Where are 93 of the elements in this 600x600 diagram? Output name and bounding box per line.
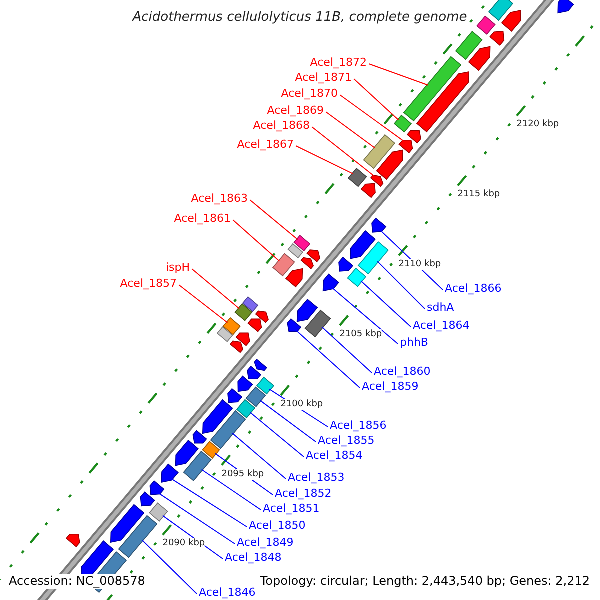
accession-note: Accession: NC_008578: [9, 574, 146, 589]
gene-feature: [558, 0, 574, 14]
gene-feature: [234, 304, 262, 332]
gene-label: Acel_1852: [275, 487, 332, 501]
gene-feature: [350, 230, 389, 275]
gene-feature: [338, 256, 367, 288]
gene-feature: [66, 534, 80, 548]
gene-feature: [161, 464, 179, 483]
scale-label: 2095 kbp: [222, 469, 264, 480]
gene-label: Acel_1853: [288, 471, 345, 485]
gene-label: Acel_1871: [295, 71, 352, 85]
scale-label: 2120 kbp: [516, 120, 560, 131]
gene-feature: [488, 0, 522, 32]
leader-line: [312, 126, 375, 176]
gene-label: Acel_1866: [445, 282, 502, 296]
gene-feature: [348, 168, 376, 198]
leader-line: [340, 94, 404, 142]
leader-line: [332, 288, 398, 344]
leader-line: [368, 64, 429, 86]
leader-line: [158, 493, 236, 544]
gene-feature: [150, 480, 165, 496]
gene-label: Acel_1856: [330, 419, 387, 433]
scale-label: 2115 kbp: [458, 190, 500, 201]
leader-line: [178, 284, 228, 324]
leader-line: [260, 400, 316, 442]
map-title: Acidothermus cellulolyticus 11B, complete genome: [132, 9, 468, 26]
scale-label: 2090 kbp: [162, 538, 206, 550]
gene-label: Acel_1872: [310, 56, 367, 70]
gene-feature: [247, 366, 275, 395]
gene-feature: [272, 253, 304, 288]
leader-line: [192, 268, 240, 310]
leader-line: [232, 220, 280, 262]
leader-line: [171, 478, 248, 528]
gene-label: ispH: [166, 261, 190, 275]
leader-line: [322, 326, 372, 374]
gene-feature: [192, 430, 220, 460]
gene-feature: [296, 298, 332, 338]
leader-line: [250, 200, 298, 240]
gene-feature: [455, 31, 491, 72]
gene-feature: [222, 317, 250, 346]
gene-feature: [294, 235, 321, 262]
gene-label: Acel_1864: [413, 319, 470, 333]
leader-line: [250, 412, 304, 458]
gene-label: Acel_1851: [263, 502, 320, 516]
leader-line: [326, 112, 376, 149]
gene-label: sdhA: [427, 301, 454, 315]
gene-feature: [372, 218, 387, 233]
gene-feature: [202, 399, 246, 450]
scale-label: 2105 kbp: [340, 329, 382, 340]
gene-feature: [363, 134, 404, 180]
leader-line: [377, 261, 426, 310]
leader-line: [296, 146, 354, 175]
gene-feature: [110, 504, 158, 558]
gene-feature: [254, 358, 268, 372]
gene-feature: [403, 56, 470, 133]
gene-feature: [370, 174, 384, 188]
leader-line: [360, 280, 412, 328]
leader-line: [142, 540, 198, 594]
gene-feature: [216, 326, 244, 354]
gene-label: Acel_1855: [318, 434, 375, 448]
leader-line: [296, 330, 360, 388]
leader-line: [354, 78, 400, 121]
gene-label: Acel_1861: [174, 212, 231, 226]
genome-summary: Topology: circular; Length: 2,443,540 bp; Genes: 2,212: [260, 574, 590, 589]
scale-label: 2110 kbp: [398, 259, 442, 270]
gene-label: Acel_1846: [199, 586, 256, 600]
gene-label: Acel_1849: [237, 536, 294, 550]
gene-feature: [287, 318, 302, 332]
gene-label: Acel_1850: [249, 519, 306, 533]
gene-feature: [398, 140, 414, 154]
gene-label: Acel_1863: [191, 192, 248, 206]
gene-label: Acel_1860: [374, 365, 431, 379]
gene-label: Acel_1867: [237, 138, 294, 152]
gene-feature: [322, 274, 340, 292]
leader-line: [201, 469, 262, 510]
gene-feature: [242, 296, 269, 324]
gene-label: Acel_1859: [362, 380, 419, 394]
gene-label: phhB: [400, 336, 428, 350]
gene-label: Acel_1869: [267, 104, 324, 118]
gene-label: Acel_1848: [225, 551, 282, 565]
scale-label: 2100 kbp: [280, 399, 324, 410]
gene-feature: [228, 388, 256, 419]
gene-feature: [288, 243, 314, 270]
gene-label: Acel_1854: [306, 449, 363, 463]
gene-feature: [238, 376, 266, 408]
gene-feature: [140, 492, 168, 522]
gene-feature: [394, 114, 422, 144]
gene-label: Acel_1857: [120, 277, 177, 291]
gene-feature: [175, 440, 212, 482]
gene-label: Acel_1870: [281, 87, 338, 101]
gene-feature: [476, 16, 505, 46]
gene-label: Acel_1868: [253, 119, 310, 133]
leader-line: [232, 432, 286, 480]
